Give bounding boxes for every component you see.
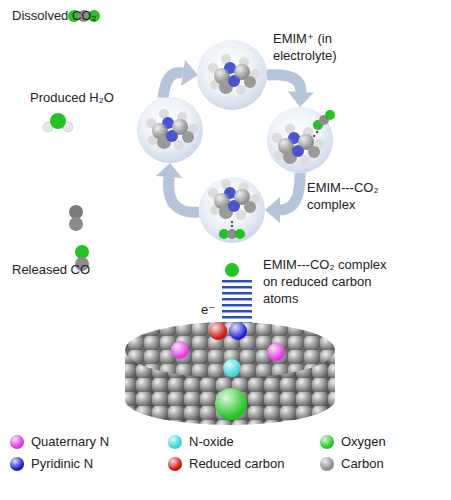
legend-text: Pyridinic N	[31, 456, 93, 472]
emim-molecule	[272, 124, 324, 165]
molecule-bubble: EMIM⁺ (in electrolyte)	[197, 40, 267, 110]
legend-swatch	[168, 435, 182, 449]
cycle-arrow	[169, 177, 199, 212]
annotation-label: Dissolved CO₂	[12, 8, 97, 24]
co2-molecule	[313, 110, 335, 137]
annotation-label: Released CO	[12, 262, 90, 278]
node-label: EMIM---CO₂ complex on reduced carbon ato…	[263, 256, 395, 307]
legend-text: Quaternary N	[31, 434, 109, 450]
legend-entry: Oxygen	[320, 434, 386, 450]
arrow-head	[181, 60, 198, 86]
cycle-arrow	[267, 75, 314, 107]
legend-text: Carbon	[341, 456, 384, 472]
legend-swatch	[10, 457, 24, 471]
legend-entry: Carbon	[320, 456, 384, 472]
legend-swatch	[320, 435, 334, 449]
cycle-arrow-line	[280, 173, 300, 210]
carbon-surface	[125, 322, 335, 378]
oxygen-atom	[225, 263, 239, 277]
cycle-arrow	[163, 73, 183, 98]
arrow-head	[265, 197, 280, 223]
node-label: EMIM⁺ (in electrolyte)	[273, 30, 373, 64]
node-label: EMIM---CO₂ complex	[307, 179, 397, 213]
legend-text: Oxygen	[341, 434, 386, 450]
legend-entry: Reduced carbon	[168, 456, 284, 472]
co-molecule	[69, 205, 83, 231]
bubble-fill	[197, 40, 267, 110]
legend-entry: Quaternary N	[10, 434, 109, 450]
legend-text: N-oxide	[189, 434, 234, 450]
h2o-molecule	[43, 113, 73, 132]
arrow-head	[156, 163, 182, 178]
legend-entry: Pyridinic N	[10, 456, 93, 472]
legend-text: Reduced carbon	[189, 456, 284, 472]
bubble-fill	[267, 107, 333, 173]
emim-molecule	[208, 179, 260, 220]
cycle-arrow	[265, 173, 300, 223]
molecule-bubble: EMIM---CO₂ complex	[267, 107, 333, 173]
legend-swatch	[168, 457, 182, 471]
bubble-fill	[199, 177, 265, 243]
molecule-bubble: EMIM---CO₂ complex on reduced carbon ato…	[199, 177, 265, 243]
emim-molecule	[146, 109, 198, 150]
emim-molecule	[208, 54, 260, 95]
molecule-bubble	[137, 97, 203, 163]
legend-swatch	[320, 457, 334, 471]
annotation-label: e⁻	[201, 302, 215, 318]
arrow-head	[288, 91, 314, 107]
doped-atoms	[171, 322, 285, 420]
legend-swatch	[10, 435, 24, 449]
cycle-arrow-line	[267, 75, 301, 92]
co2-molecule	[219, 221, 245, 239]
legend-entry: N-oxide	[168, 434, 234, 450]
annotation-label: Produced H₂O	[30, 90, 114, 106]
